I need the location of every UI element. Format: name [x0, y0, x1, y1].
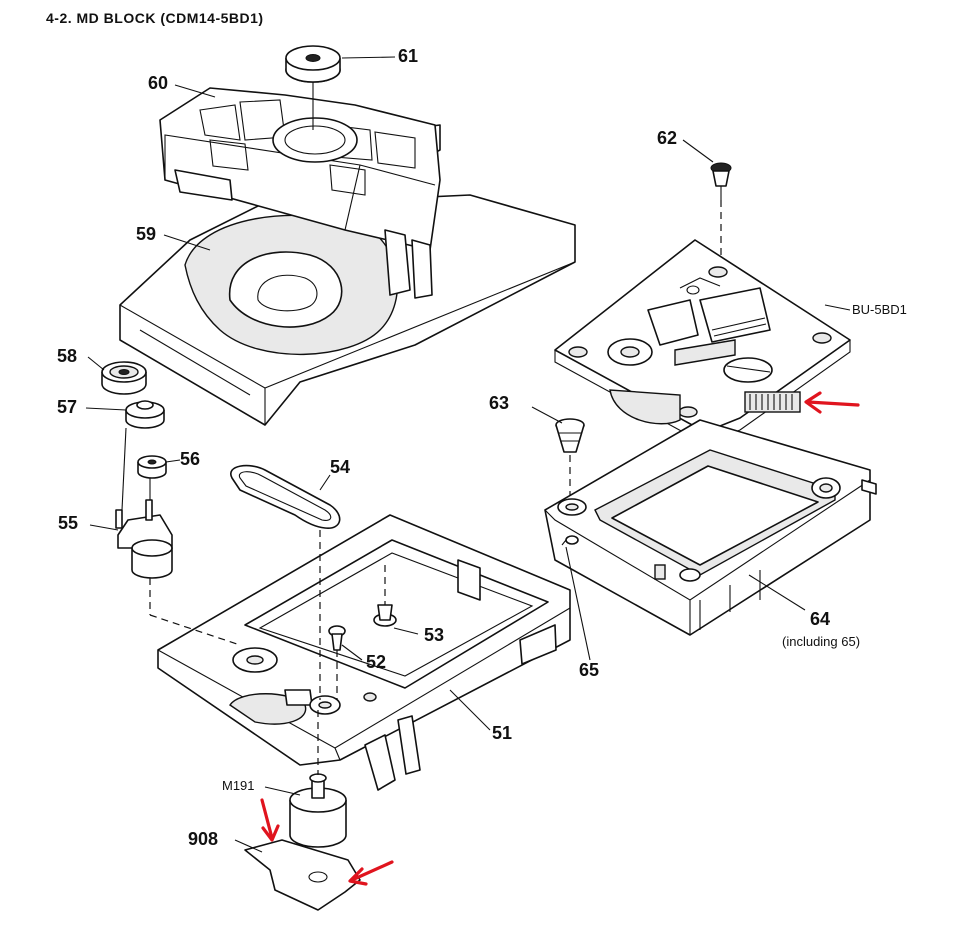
part-m191-motor: [289, 710, 347, 848]
part-57-gear: [121, 400, 165, 511]
label-56: 56: [180, 449, 200, 469]
label-60: 60: [148, 73, 168, 93]
part-62-screw: [710, 162, 732, 262]
label-57: 57: [57, 397, 77, 417]
label-908: 908: [188, 829, 218, 849]
part-54-belt: [230, 464, 341, 700]
part-65-pin: [561, 535, 579, 546]
label-58: 58: [57, 346, 77, 366]
part-64-frame: [544, 419, 877, 636]
label-bu5bd1: BU-5BD1: [852, 302, 907, 317]
label-including-65: (including 65): [782, 634, 860, 649]
part-52-screw: [328, 625, 346, 700]
part-61-pulley: [285, 45, 341, 130]
part-55-gear-bracket: [115, 499, 241, 646]
red-arrow-plate: [348, 860, 394, 886]
label-65: 65: [579, 660, 599, 680]
part-56-gear: [137, 455, 167, 500]
part-58-gear: [101, 361, 147, 395]
part-60-holder: [159, 87, 441, 299]
label-59: 59: [136, 224, 156, 244]
part-53-screw: [373, 565, 397, 627]
label-61: 61: [398, 46, 418, 66]
label-51: 51: [492, 723, 512, 743]
part-63-insulator: [555, 418, 585, 498]
label-63: 63: [489, 393, 509, 413]
label-62: 62: [657, 128, 677, 148]
leader-lines: [85, 56, 851, 853]
red-arrow-connector: [804, 391, 860, 414]
annotation-arrows: [260, 391, 860, 886]
label-m191: M191: [222, 778, 255, 793]
part-labels: 61 60 59 62 BU-5BD1 63 58 57 56 54 55 64…: [57, 46, 907, 849]
part-bu5bd1-base-unit: [554, 239, 851, 445]
label-55: 55: [58, 513, 78, 533]
label-54: 54: [330, 457, 350, 477]
part-908-plate: [244, 839, 361, 911]
label-64: 64: [810, 609, 830, 629]
diagram-title: 4-2. MD BLOCK (CDM14-5BD1): [46, 10, 264, 26]
label-52: 52: [366, 652, 386, 672]
red-arrow-motor: [260, 798, 280, 842]
part-51-chassis: [157, 514, 571, 791]
label-53: 53: [424, 625, 444, 645]
